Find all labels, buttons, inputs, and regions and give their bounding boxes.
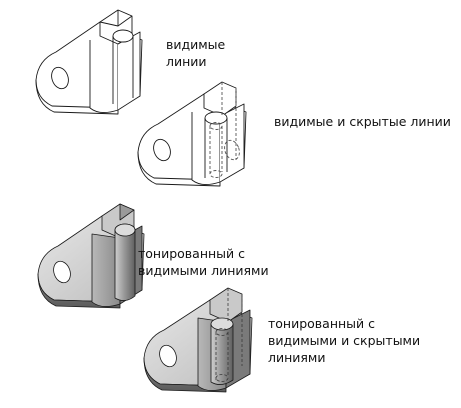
caption-line: тонированный с	[268, 316, 376, 331]
caption-shaded-visible-lines: тонированный с видимыми линиями	[138, 245, 269, 279]
caption-line: тонированный с	[138, 246, 246, 261]
caption-line: видимые	[166, 37, 226, 52]
caption-line: видимые и скрытые линии	[274, 114, 451, 129]
caption-line: линии	[166, 54, 207, 69]
part-visible-hidden-lines	[137, 81, 247, 187]
caption-line: видимыми и скрытыми	[268, 333, 421, 348]
part-shaded-visible-lines	[37, 203, 145, 309]
part-visible-lines	[35, 9, 143, 115]
caption-line: линиями	[268, 350, 326, 365]
part-shaded-visible-hidden-lines	[143, 287, 253, 393]
caption-shaded-visible-hidden-lines: тонированный с видимыми и скрытыми линия…	[268, 315, 420, 366]
caption-visible-lines: видимые линии	[166, 36, 225, 70]
caption-visible-hidden-lines: видимые и скрытые линии	[274, 113, 451, 130]
caption-line: видимыми линиями	[138, 263, 269, 278]
